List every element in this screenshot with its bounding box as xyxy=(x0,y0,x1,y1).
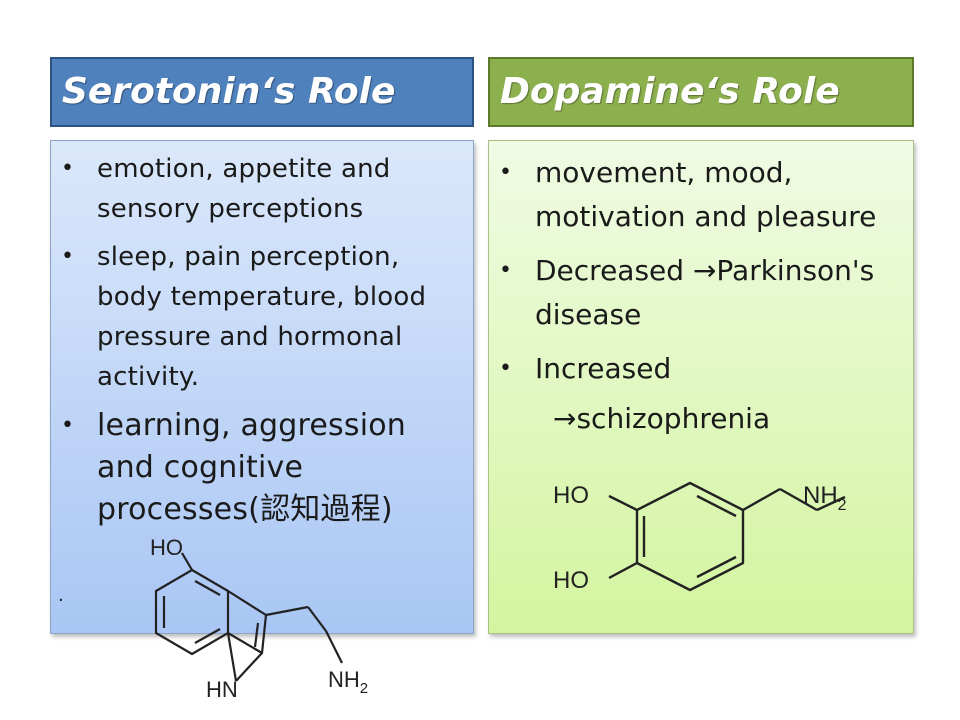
bullet-icon: • xyxy=(61,413,75,438)
serotonin-title: Serotonin‘s Role xyxy=(62,71,396,112)
schizophrenia-text: →schizophrenia xyxy=(553,402,771,435)
dopamine-item-movement: • movement, mood, motivation and pleasur… xyxy=(489,151,903,239)
serotonin-nh2: NH2 xyxy=(328,667,368,697)
dopamine-header: Dopamine‘s Role xyxy=(488,57,914,127)
dopamine-ho-bottom: HO xyxy=(553,567,589,594)
dopamine-ho-top: HO xyxy=(553,482,589,509)
bullet-icon: • xyxy=(499,160,512,185)
serotonin-ho: HO xyxy=(150,535,183,560)
serotonin-structure: HO HN NH2 xyxy=(150,535,368,702)
dopamine-panel: • movement, mood, motivation and pleasur… xyxy=(488,140,914,634)
bullet-icon: • xyxy=(61,244,75,269)
dopamine-structure: HO HO NH2 xyxy=(553,481,847,594)
bullet-icon: • xyxy=(499,258,512,283)
dopamine-item-decreased: • Decreased →Parkinson's disease xyxy=(489,249,903,337)
trailing-dot: . xyxy=(58,585,64,606)
serotonin-item-sleep: • sleep, pain perception, body temperatu… xyxy=(51,237,461,397)
serotonin-item-learning: • learning, aggression and cognitive pro… xyxy=(51,405,461,531)
serotonin-item-emotion: • emotion, appetite and sensory percepti… xyxy=(51,149,461,229)
dopamine-title: Dopamine‘s Role xyxy=(500,71,840,112)
serotonin-list: • emotion, appetite and sensory percepti… xyxy=(51,149,461,539)
dopamine-list: • movement, mood, motivation and pleasur… xyxy=(489,151,903,401)
serotonin-header: Serotonin‘s Role xyxy=(50,57,474,127)
bullet-icon: • xyxy=(61,156,75,181)
serotonin-hn: HN xyxy=(206,677,238,702)
bullet-icon: • xyxy=(499,356,512,381)
dopamine-item-increased: • Increased xyxy=(489,347,903,391)
dopamine-nh2: NH2 xyxy=(803,482,847,514)
serotonin-panel: • emotion, appetite and sensory percepti… xyxy=(50,140,474,634)
